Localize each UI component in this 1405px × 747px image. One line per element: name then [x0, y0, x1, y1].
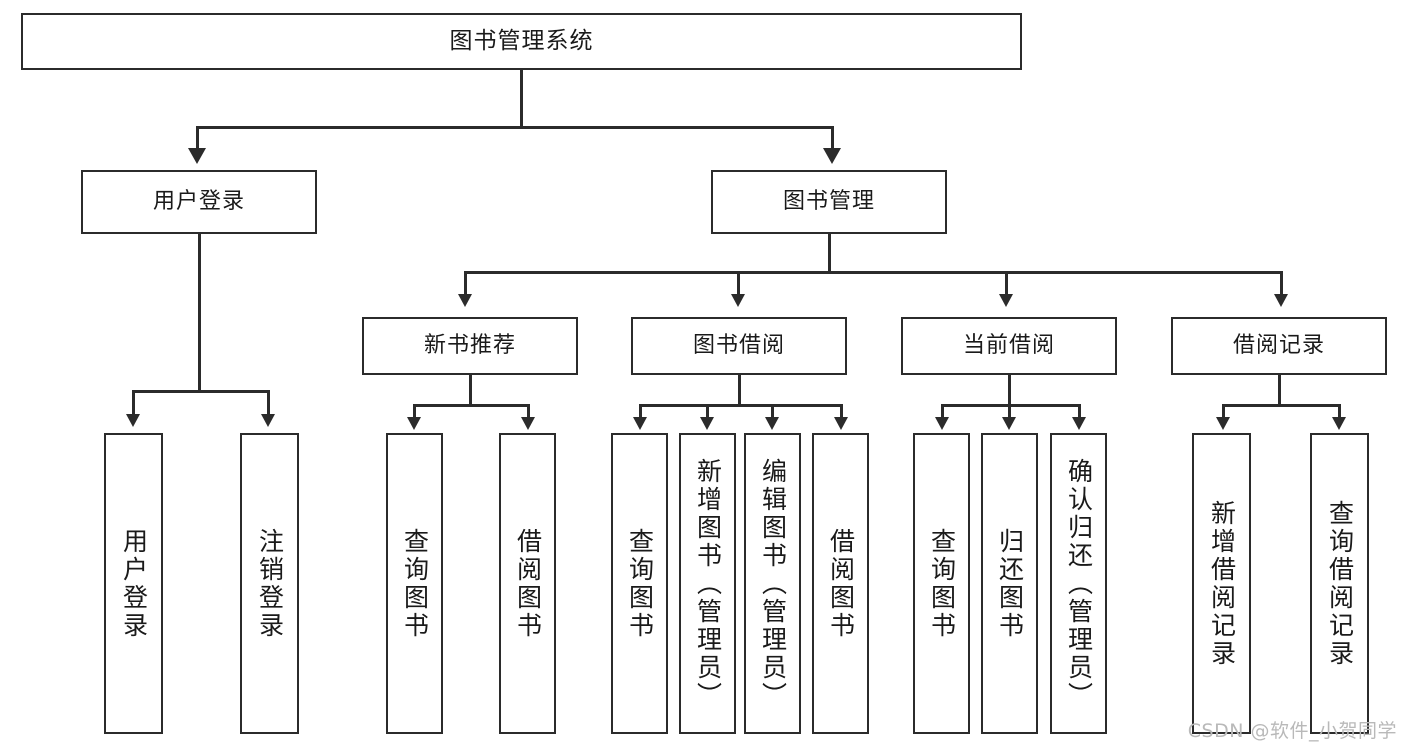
- connector-drop-new-book-recommend: [464, 271, 467, 295]
- connector-root-to-book-management: [831, 126, 834, 149]
- watermark-text: CSDN @软件_小贺同学: [1187, 720, 1397, 742]
- connector-book-borrow-drop-2: [706, 404, 709, 419]
- connector-drop-book-borrow: [737, 271, 740, 295]
- connector-user-login-bus: [132, 390, 269, 393]
- arrowhead-leaf-query-book-2: [633, 417, 647, 430]
- node-book-borrow[interactable]: 图书借阅: [631, 317, 847, 375]
- arrowhead-leaf-return-book: [1002, 417, 1016, 430]
- node-user-login[interactable]: 用户登录: [81, 170, 317, 234]
- connector-new-book-recommend-stem: [469, 375, 472, 406]
- arrowhead-book-borrow: [731, 294, 745, 307]
- connector-user-login-stem: [198, 234, 201, 392]
- node-leaf-confirm-return[interactable]: 确认归还（管理员）: [1050, 433, 1107, 734]
- connector-current-borrow-bus: [941, 404, 1080, 407]
- arrowhead-new-book-recommend: [458, 294, 472, 307]
- arrowhead-leaf-borrow-book-1: [521, 417, 535, 430]
- node-leaf-borrow-book-1-label: 借阅图书: [513, 527, 543, 640]
- connector-root-bus: [196, 126, 833, 129]
- connector-borrow-record-bus: [1222, 404, 1340, 407]
- connector-drop-borrow-record: [1280, 271, 1283, 295]
- arrowhead-leaf-query-book-1: [407, 417, 421, 430]
- node-borrow-record[interactable]: 借阅记录: [1171, 317, 1387, 375]
- node-book-management-label: 图书管理: [782, 189, 875, 214]
- arrowhead-leaf-query-book-3: [935, 417, 949, 430]
- connector-level3-bus: [464, 271, 1282, 274]
- node-leaf-query-book-2[interactable]: 查询图书: [611, 433, 668, 734]
- node-root[interactable]: 图书管理系统: [21, 13, 1022, 70]
- connector-borrow-record-drop-1: [1222, 404, 1225, 419]
- connector-borrow-record-stem: [1278, 375, 1281, 406]
- connector-book-borrow-stem: [738, 375, 741, 406]
- arrowhead-leaf-confirm-return: [1072, 417, 1086, 430]
- node-leaf-query-book-1[interactable]: 查询图书: [386, 433, 443, 734]
- node-leaf-query-book-1-label: 查询图书: [400, 527, 430, 640]
- node-book-management[interactable]: 图书管理: [711, 170, 947, 234]
- arrowhead-leaf-add-record: [1216, 417, 1230, 430]
- connector-user-login-drop-1: [132, 390, 135, 415]
- node-leaf-user-login-label: 用户登录: [119, 527, 149, 640]
- node-leaf-return-book-label: 归还图书: [995, 527, 1025, 640]
- node-current-borrow-label: 当前借阅: [962, 333, 1055, 358]
- node-leaf-borrow-book-2-label: 借阅图书: [826, 527, 856, 640]
- connector-new-book-recommend-drop-1: [413, 404, 416, 419]
- connector-book-borrow-drop-4: [840, 404, 843, 419]
- arrowhead-leaf-borrow-book-2: [834, 417, 848, 430]
- connector-current-borrow-drop-1: [941, 404, 944, 419]
- node-leaf-user-logout[interactable]: 注销登录: [240, 433, 299, 734]
- arrowhead-current-borrow: [999, 294, 1013, 307]
- node-leaf-edit-book-label: 编辑图书（管理员）: [758, 457, 788, 710]
- connector-borrow-record-drop-2: [1338, 404, 1341, 419]
- connector-new-book-recommend-drop-2: [527, 404, 530, 419]
- connector-user-login-drop-2: [267, 390, 270, 415]
- connector-root-to-user-login: [196, 126, 199, 149]
- node-root-label: 图书管理系统: [449, 28, 594, 54]
- node-borrow-record-label: 借阅记录: [1232, 333, 1325, 358]
- node-leaf-add-book-label: 新增图书（管理员）: [693, 457, 723, 710]
- node-leaf-edit-book[interactable]: 编辑图书（管理员）: [744, 433, 801, 734]
- node-leaf-query-book-3-label: 查询图书: [927, 527, 957, 640]
- arrowhead-leaf-user-login: [126, 414, 140, 427]
- arrowhead-leaf-query-record: [1332, 417, 1346, 430]
- arrowhead-leaf-user-logout: [261, 414, 275, 427]
- node-leaf-user-logout-label: 注销登录: [255, 527, 285, 640]
- arrowhead-leaf-add-book: [700, 417, 714, 430]
- connector-book-management-stem: [828, 234, 831, 273]
- node-book-borrow-label: 图书借阅: [692, 333, 785, 358]
- arrowhead-leaf-edit-book: [765, 417, 779, 430]
- node-leaf-add-record-label: 新增借阅记录: [1207, 499, 1237, 668]
- connector-current-borrow-drop-2: [1008, 404, 1011, 419]
- node-leaf-add-book[interactable]: 新增图书（管理员）: [679, 433, 736, 734]
- connector-current-borrow-drop-3: [1078, 404, 1081, 419]
- connector-book-borrow-bus: [639, 404, 842, 407]
- node-leaf-query-book-2-label: 查询图书: [625, 527, 655, 640]
- node-leaf-borrow-book-2[interactable]: 借阅图书: [812, 433, 869, 734]
- arrowhead-book-management: [823, 148, 841, 164]
- connector-book-borrow-drop-3: [771, 404, 774, 419]
- connector-root-stem: [520, 70, 523, 128]
- node-leaf-add-record[interactable]: 新增借阅记录: [1192, 433, 1251, 734]
- arrowhead-user-login: [188, 148, 206, 164]
- node-leaf-return-book[interactable]: 归还图书: [981, 433, 1038, 734]
- connector-drop-current-borrow: [1005, 271, 1008, 295]
- connector-current-borrow-stem: [1008, 375, 1011, 406]
- node-leaf-query-book-3[interactable]: 查询图书: [913, 433, 970, 734]
- node-current-borrow[interactable]: 当前借阅: [901, 317, 1117, 375]
- node-leaf-confirm-return-label: 确认归还（管理员）: [1064, 457, 1094, 710]
- node-new-book-recommend-label: 新书推荐: [423, 333, 516, 358]
- node-leaf-query-record-label: 查询借阅记录: [1325, 499, 1355, 668]
- node-leaf-query-record[interactable]: 查询借阅记录: [1310, 433, 1369, 734]
- node-leaf-user-login[interactable]: 用户登录: [104, 433, 163, 734]
- node-user-login-label: 用户登录: [152, 189, 245, 214]
- node-leaf-borrow-book-1[interactable]: 借阅图书: [499, 433, 556, 734]
- arrowhead-borrow-record: [1274, 294, 1288, 307]
- connector-new-book-recommend-bus: [413, 404, 529, 407]
- connector-book-borrow-drop-1: [639, 404, 642, 419]
- node-new-book-recommend[interactable]: 新书推荐: [362, 317, 578, 375]
